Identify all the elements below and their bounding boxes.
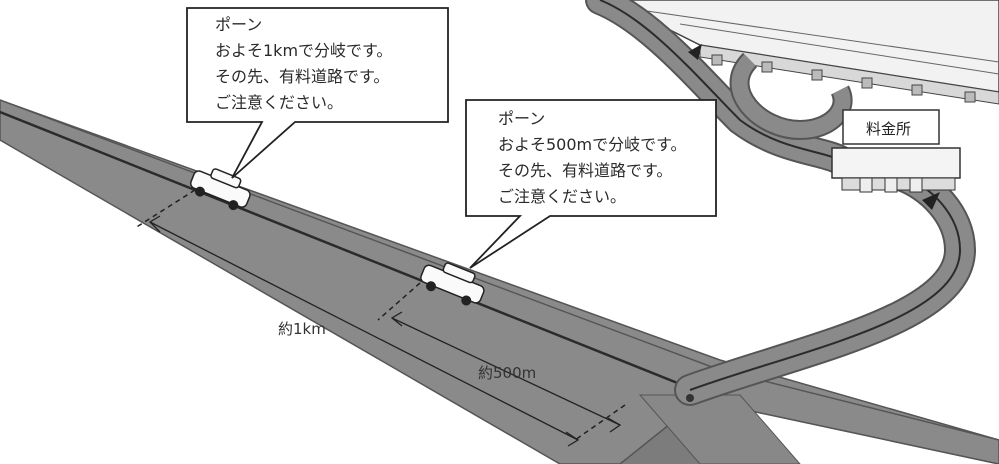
callout-1km-line3: その先、有料道路です。: [215, 67, 390, 86]
elevated-highway: [609, 0, 999, 105]
distance-500m-label: 約500m: [478, 364, 537, 382]
callout-1km: [186, 7, 449, 179]
car-500m: [420, 262, 485, 306]
callout-1km-text: ポーン およそ1kmで分岐です。 その先、有料道路です。 ご注意ください。: [215, 12, 392, 116]
callout-1km-line1: ポーン: [215, 15, 263, 34]
branch-road: [674, 159, 977, 406]
callout-500m-line3: その先、有料道路です。: [498, 161, 673, 180]
callout-500m-line1: ポーン: [498, 109, 546, 128]
toll-booth-label: 料金所: [866, 120, 912, 138]
distance-1km-label: 約1km: [278, 320, 326, 338]
car-1km: [189, 168, 251, 211]
ramp: [585, 0, 855, 175]
callout-1km-line2: およそ1kmで分岐です。: [215, 41, 393, 60]
callout-500m-line2: およそ500mで分岐です。: [498, 135, 687, 154]
callout-500m-line4: ご注意ください。: [498, 187, 627, 206]
callout-1km-line4: ご注意ください。: [215, 93, 344, 112]
callout-500m: [465, 99, 717, 269]
distance-markers: [134, 189, 626, 447]
callout-500m-text: ポーン およそ500mで分岐です。 その先、有料道路です。 ご注意ください。: [498, 106, 687, 210]
toll-booth: [831, 109, 961, 193]
